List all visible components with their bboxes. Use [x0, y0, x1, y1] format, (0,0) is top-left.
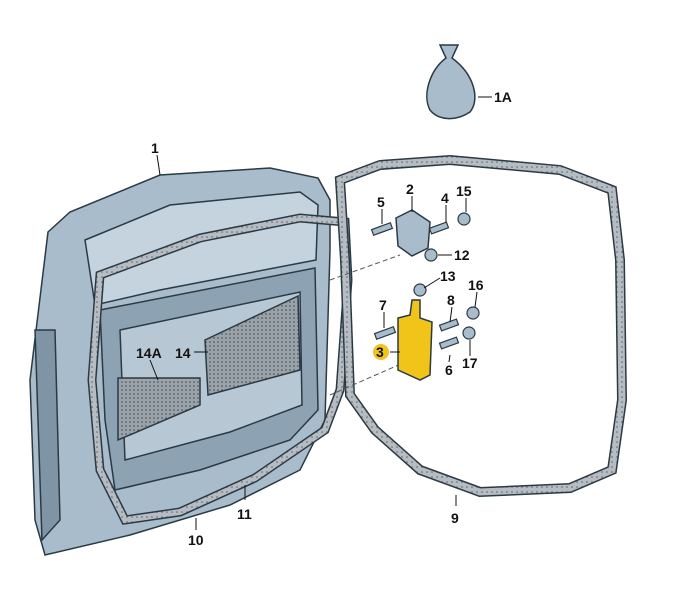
label-12: 12 — [454, 247, 470, 263]
label-6: 6 — [445, 362, 453, 378]
label-17: 17 — [462, 355, 478, 371]
label-14: 14 — [175, 345, 191, 361]
label-2: 2 — [406, 181, 414, 197]
label-15: 15 — [456, 183, 472, 199]
pad-14a — [117, 377, 201, 442]
upper-bracket — [395, 209, 431, 257]
label-13: 13 — [440, 268, 456, 284]
label-3: 3 — [376, 344, 384, 360]
label-8: 8 — [447, 292, 455, 308]
bag-1a — [426, 44, 476, 120]
striker — [397, 299, 433, 381]
bolts — [370, 212, 480, 350]
pad-14 — [204, 294, 301, 396]
label-14a: 14A — [136, 345, 162, 361]
highlight-marker — [373, 344, 389, 360]
label-10: 10 — [188, 532, 204, 548]
label-16: 16 — [468, 277, 484, 293]
label-4: 4 — [441, 190, 449, 206]
label-11: 11 — [237, 506, 252, 522]
label-1: 1 — [151, 140, 159, 156]
label-1a: 1A — [494, 89, 512, 105]
label-7: 7 — [379, 297, 387, 313]
label-9: 9 — [451, 510, 459, 526]
label-5: 5 — [377, 194, 385, 210]
